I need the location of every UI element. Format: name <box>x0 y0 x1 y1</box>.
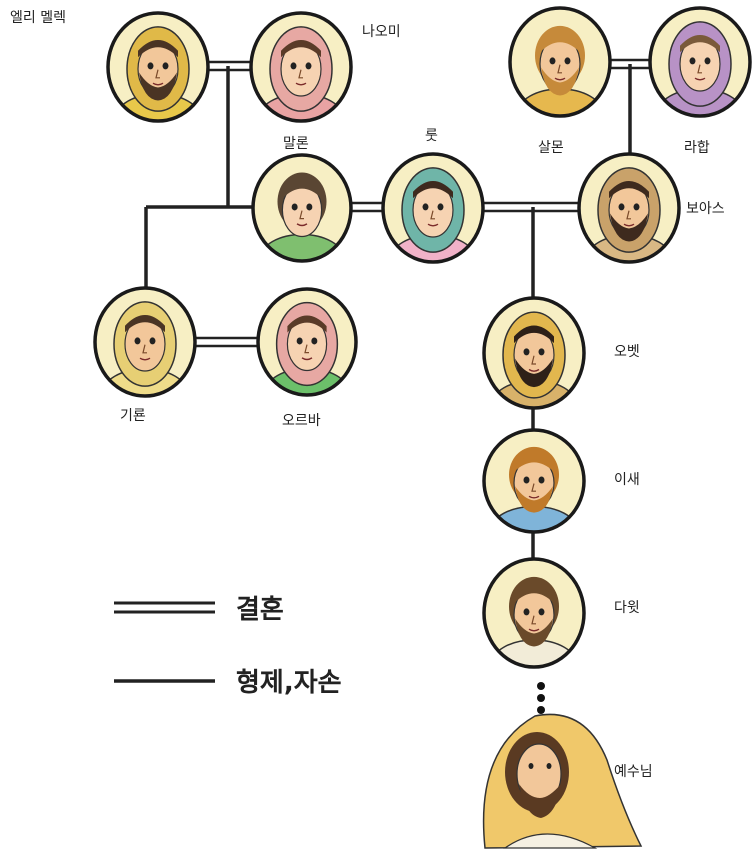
name-label-david: 다윗 <box>614 600 640 616</box>
portrait-chilion <box>93 286 197 398</box>
name-label-obed: 오벳 <box>614 344 640 360</box>
legend-sibling-label: 형제,자손 <box>236 668 342 698</box>
portrait-obed <box>482 296 586 410</box>
name-label-rahab: 라합 <box>684 140 710 156</box>
legend: 결혼 형제,자손 <box>114 595 342 698</box>
portrait-jesse <box>482 428 586 534</box>
portrait-david <box>482 557 586 669</box>
name-label-orpah: 오르바 <box>282 413 321 429</box>
portrait-salmon <box>508 6 612 118</box>
name-label-jesus: 예수님 <box>614 764 653 780</box>
portrait-mahlon <box>251 153 353 263</box>
name-label-boaz: 보아스 <box>686 201 725 217</box>
portrait-boaz <box>577 152 681 264</box>
vertical-dots-icon <box>537 682 545 714</box>
name-label-chilion: 기룐 <box>120 408 146 424</box>
portrait-rahab <box>648 6 752 118</box>
name-label-jesse: 이새 <box>614 472 640 488</box>
name-label-ruth: 룻 <box>425 128 438 144</box>
name-label-mahlon: 말론 <box>283 136 309 152</box>
name-label-salmon: 살몬 <box>538 140 564 156</box>
name-label-naomi: 나오미 <box>362 24 401 40</box>
legend-marriage-symbol <box>114 601 215 614</box>
portrait-elimelech <box>106 11 210 123</box>
connector-lines <box>144 58 650 562</box>
portrait-jesus <box>482 713 643 849</box>
portrait-orpah <box>256 287 358 397</box>
portrait-ruth <box>381 152 485 264</box>
name-label-elimelech: 엘리 멜렉 <box>10 10 66 26</box>
portrait-naomi <box>249 11 353 123</box>
legend-marriage-label: 결혼 <box>236 595 284 625</box>
